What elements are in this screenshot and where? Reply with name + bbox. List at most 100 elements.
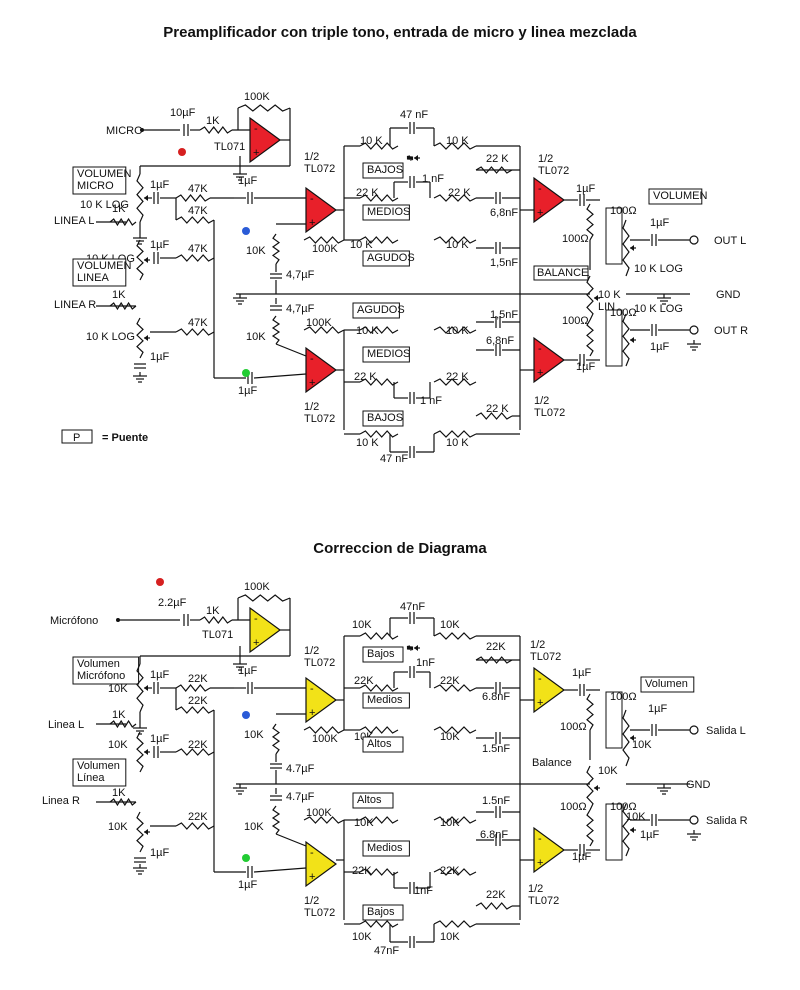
red-marker-2 bbox=[156, 578, 164, 586]
medios-b-label-box bbox=[362, 346, 410, 363]
ic-out-top-label: TL072 bbox=[538, 165, 569, 177]
mic-res-label: 1K bbox=[206, 115, 220, 127]
ic-half-bot-label: TL072 bbox=[304, 413, 335, 425]
pot-bal-label: 10 K bbox=[598, 289, 621, 301]
r1k-r-label: 1K bbox=[112, 787, 126, 799]
pot-micro-label: 10 K LOG bbox=[80, 199, 129, 211]
c15-b-label: 1.5nF bbox=[482, 795, 510, 807]
r100-bot-label: 100Ω bbox=[560, 801, 587, 813]
cout-top-label: 1µF bbox=[572, 667, 591, 679]
line-r-label: Linea R bbox=[42, 795, 80, 807]
r100k-top-label: 100K bbox=[312, 243, 338, 255]
cr-label: 1µF bbox=[150, 847, 169, 859]
medios-b-label-box bbox=[362, 840, 410, 857]
bajos-b-label-box bbox=[362, 410, 404, 427]
cap47a-label: 4,7µF bbox=[286, 269, 315, 281]
rdiv-bot-label: 10K bbox=[244, 821, 264, 833]
c68-b-label: 6,8nF bbox=[486, 335, 514, 347]
svg-text:-: - bbox=[538, 183, 542, 195]
ic-out-bot-label: TL072 bbox=[528, 895, 559, 907]
vol-micro-label: MICRO bbox=[77, 180, 114, 192]
pot-micro-label: 10K bbox=[108, 683, 128, 695]
r100k-bot-label: 100K bbox=[306, 317, 332, 329]
vol-line-label: VOLUMEN bbox=[77, 260, 131, 272]
agudos-label-box bbox=[362, 250, 410, 267]
green-marker-2 bbox=[242, 854, 250, 862]
r100k-top-label: 100K bbox=[312, 733, 338, 745]
r100-bot-label: 100Ω bbox=[562, 315, 589, 327]
c1nf-label: 1 nF bbox=[422, 173, 444, 185]
volumen-label: VOLUMEN bbox=[653, 190, 707, 202]
medios-label: MEDIOS bbox=[367, 206, 410, 218]
out-r-jack bbox=[689, 325, 699, 335]
opamp-out-top bbox=[533, 176, 566, 224]
svg-text:+: + bbox=[309, 217, 315, 229]
out-l-label: OUT L bbox=[714, 235, 746, 247]
c68-b-label: 6.8nF bbox=[480, 829, 508, 841]
top-diagram-title: Preamplificador con triple tono, entrada… bbox=[163, 24, 637, 41]
c68-label: 6,8nF bbox=[490, 207, 518, 219]
bajos-label-box bbox=[362, 162, 404, 179]
svg-text:+: + bbox=[309, 871, 315, 883]
r10k-h-label: 10K bbox=[440, 931, 460, 943]
puente-box bbox=[61, 429, 93, 444]
r-mix-c-label: 47K bbox=[188, 243, 208, 255]
r-mix-d-label: 47K bbox=[188, 317, 208, 329]
ic-out-bot-label: TL072 bbox=[534, 407, 565, 419]
svg-text:+: + bbox=[309, 707, 315, 719]
r100v-top-label: 100Ω bbox=[610, 691, 637, 703]
r10k-g-label: 10 K bbox=[356, 437, 379, 449]
svg-text:+: + bbox=[309, 377, 315, 389]
vol-micro-label-box bbox=[72, 656, 140, 685]
vol-line-label: Volumen bbox=[77, 760, 120, 772]
ic-half-top-label: 1/2 bbox=[304, 645, 319, 657]
ic-half-top-label: TL072 bbox=[304, 657, 335, 669]
vol-micro-label: VOLUMEN bbox=[77, 168, 131, 180]
opamp-out-top bbox=[533, 666, 566, 714]
svg-text:-: - bbox=[538, 673, 542, 685]
opamp-out-bot bbox=[533, 826, 566, 874]
puente-box-label: P bbox=[73, 432, 80, 444]
cin-bot-label: 1µF bbox=[238, 879, 257, 891]
cin-top-label: 1µF bbox=[238, 665, 257, 677]
r-mix-a-label: 22K bbox=[188, 673, 208, 685]
cvol-r-label: 1µF bbox=[640, 829, 659, 841]
svg-text:+: + bbox=[537, 697, 543, 709]
r22k-f-label: 22 K bbox=[486, 403, 509, 415]
vol-line-label: Línea bbox=[77, 772, 105, 784]
bajos-label: Bajos bbox=[367, 648, 395, 660]
ic-out-bot-label: 1/2 bbox=[534, 395, 549, 407]
ic-out-top-label: 1/2 bbox=[538, 153, 553, 165]
balance-label: Balance bbox=[532, 757, 572, 769]
r22k-d-label: 22 K bbox=[354, 371, 377, 383]
opamp-half-bot bbox=[305, 840, 338, 888]
cout-bot-label: 1µF bbox=[572, 851, 591, 863]
c1nf-b-label: 1nF bbox=[414, 885, 433, 897]
medios-b-label: MEDIOS bbox=[367, 348, 410, 360]
fb-res-label: 100K bbox=[244, 91, 270, 103]
svg-text:+: + bbox=[537, 857, 543, 869]
bajos-label: BAJOS bbox=[367, 164, 403, 176]
line-r-label: LINEA R bbox=[54, 299, 96, 311]
r10k-e-label: 10K bbox=[354, 817, 374, 829]
r10k-g-label: 10K bbox=[352, 931, 372, 943]
bajos-b-label: Bajos bbox=[367, 906, 395, 918]
r1k-l-label: 1K bbox=[112, 709, 126, 721]
gnd-label: GND bbox=[716, 289, 741, 301]
mic-cap-label: 10µF bbox=[170, 107, 196, 119]
r1k-l-label: 1K bbox=[112, 203, 126, 215]
r22k-c-label: 22K bbox=[486, 641, 506, 653]
out-r-label: Salida R bbox=[706, 815, 748, 827]
r100k-bot-label: 100K bbox=[306, 807, 332, 819]
c47nf-top-label: 47 nF bbox=[400, 109, 428, 121]
opamp-half-bot bbox=[305, 346, 338, 394]
cvol-r-label: 1µF bbox=[650, 341, 669, 353]
out-r-label: OUT R bbox=[714, 325, 748, 337]
c15-label: 1.5nF bbox=[482, 743, 510, 755]
svg-text:BALANCE: BALANCE bbox=[537, 267, 588, 279]
bajos-b-label-box bbox=[362, 904, 404, 921]
pot-r-label: 10K bbox=[108, 821, 128, 833]
r10k-a-label: 10K bbox=[352, 619, 372, 631]
c1nf-label: 1nF bbox=[416, 657, 435, 669]
pot-vol-r-label: 10K bbox=[626, 811, 646, 823]
